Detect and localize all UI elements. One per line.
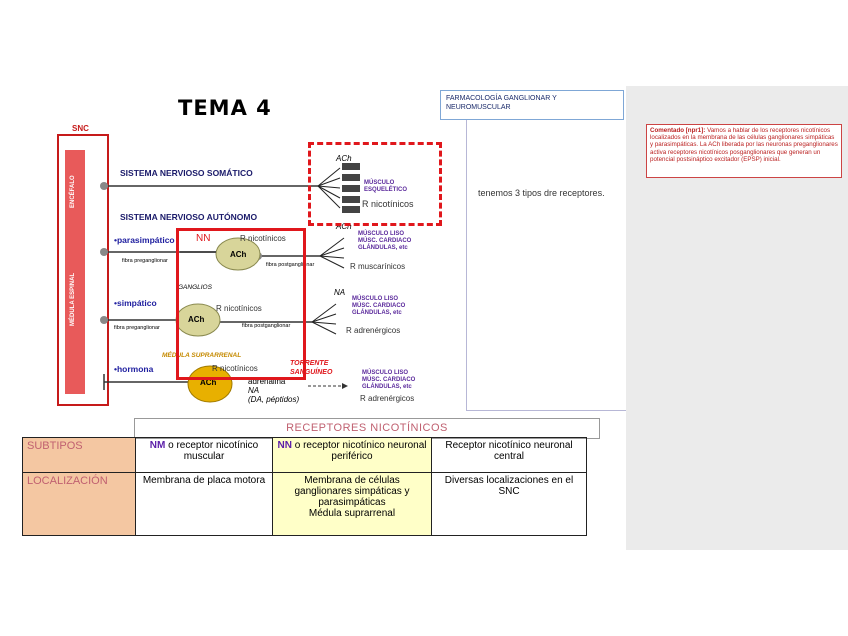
r-nicotinic-para-label: R nicotínicos (240, 234, 286, 243)
nn-label: NN (196, 233, 211, 244)
target-hormone: MÚSCULO LISO MÚSC. CARDIACO GLÁNDULAS, e… (362, 370, 415, 391)
somatic-system-label: SISTEMA NERVIOSO SOMÁTICO (120, 168, 253, 178)
comment-author: Comentado [npr1]: (650, 127, 706, 134)
target-line: MÚSC. CARDIACO (352, 303, 406, 309)
torrente-label: TORRENTE (290, 360, 329, 367)
r-adrenergic-sym-label: R adrenérgicos (346, 326, 401, 335)
ach-sym-ganglion-label: ACh (188, 315, 205, 324)
target-line: MÚSCULO LISO (352, 296, 398, 302)
target-line: MÚSCULO LISO (358, 231, 404, 237)
hormone-label: •hormona (114, 364, 154, 374)
target-line: ESQUELÉTICO (364, 187, 408, 193)
target-line: GLÁNDULAS, etc (352, 310, 402, 316)
table-row: LOCALIZACIÓN Membrana de placa motora Me… (22, 472, 587, 536)
nm-text: o receptor nicotínico muscular (165, 440, 259, 462)
nm-abbr: NM (149, 440, 166, 451)
target-sympathetic: MÚSCULO LISO MÚSC. CARDIACO GLÁNDULAS, e… (352, 296, 405, 317)
postganglionic-fiber-label: fibra postganglionar (266, 262, 315, 268)
postganglionic-fiber-label: fibra postganglionar (242, 323, 291, 329)
section-note-box[interactable]: FARMACOLOGÍA GANGLIONAR Y NEUROMUSCULAR (440, 90, 624, 120)
table-title: RECEPTORES NICOTÍNICOS (134, 418, 600, 439)
nn-text: o receptor nicotínico neuronal periféric… (291, 440, 427, 462)
adrenalina-label: adrenalina (248, 377, 286, 386)
snc-label: SNC (72, 124, 89, 133)
autonomic-system-label: SISTEMA NERVIOSO AUTÓNOMO (120, 212, 258, 222)
target-parasympathetic: MÚSCULO LISO MÚSC. CARDIACO GLÁNDULAS, e… (358, 231, 411, 252)
note-border (466, 410, 626, 411)
target-line: MÚSC. CARDIACO (362, 377, 416, 383)
r-nicotinic-sym-label: R nicotínicos (216, 304, 262, 313)
r-nicotinic-somatic-label: R nicotínicos (362, 199, 414, 209)
cell-loc-central: Diversas localizaciones en el SNC (431, 472, 587, 536)
slide-title: TEMA 4 (178, 96, 272, 120)
preganglionic-fiber-label: fibra preganglionar (122, 258, 168, 264)
cell-nn: NN o receptor nicotínico neuronal perifé… (272, 437, 432, 473)
sanguineo-label: SANGUÍNEO (290, 369, 333, 376)
nm-highlight-box (308, 142, 442, 226)
r-nicotinic-adrenal-label: R nicotínicos (212, 364, 258, 373)
loc-nn-line: Médula suprarrenal (308, 508, 396, 519)
target-line: GLÁNDULAS, etc (362, 384, 412, 390)
neural-pathway-diagram (100, 163, 360, 403)
cell-loc-nm: Membrana de placa motora (135, 472, 273, 536)
r-muscarinic-label: R muscarínicos (350, 262, 406, 271)
table-row: SUBTIPOS NM o receptor nicotínico muscul… (22, 437, 587, 473)
medula-suprarrenal-label: MÉDULA SUPRARRENAL (162, 352, 242, 359)
cell-loc-nn: Membrana de células ganglionares simpáti… (272, 472, 432, 536)
ach-adrenal-label: ACh (200, 378, 217, 387)
ach-para-target-label: ACh (336, 222, 352, 231)
cell-central: Receptor nicotínico neuronal central (431, 437, 587, 473)
target-line: GLÁNDULAS, etc (358, 245, 408, 251)
row-header-subtipos: SUBTIPOS (22, 437, 136, 473)
target-line: MÚSCULO (364, 180, 395, 186)
comment-text: Vamos a hablar de los receptores nicotín… (650, 127, 838, 163)
na-adrenal-label: NA (248, 386, 260, 395)
ach-para-ganglion-label: ACh (230, 250, 247, 259)
parasympathetic-label: •parasimpático (114, 235, 175, 245)
ganglios-label: GANGLIOS (178, 284, 212, 291)
loc-nn-line: Membrana de células ganglionares simpáti… (294, 475, 410, 508)
nicotinic-receptors-table: SUBTIPOS NM o receptor nicotínico muscul… (22, 437, 587, 536)
spinal-cord-fill: ENCÉFALO MÉDULA ESPINAL (65, 150, 85, 394)
da-peptidos-label: (DA, péptidos) (248, 395, 300, 404)
cell-nm: NM o receptor nicotínico muscular (135, 437, 273, 473)
sympathetic-label: •simpático (114, 298, 157, 308)
ach-somatic-label: ACh (336, 154, 352, 163)
nn-highlight-box (176, 228, 306, 380)
target-somatic: MÚSCULO ESQUELÉTICO (364, 180, 407, 194)
row-header-localizacion: LOCALIZACIÓN (22, 472, 136, 536)
note-border (466, 120, 467, 410)
na-sym-label: NA (334, 288, 346, 297)
comment-bubble[interactable]: Comentado [npr1]: Vamos a hablar de los … (646, 124, 842, 178)
preganglionic-fiber-label: fibra preganglionar (114, 325, 160, 331)
spinal-cord-diagram: ENCÉFALO MÉDULA ESPINAL (57, 134, 109, 406)
nn-abbr: NN (277, 440, 292, 451)
target-line: MÚSCULO LISO (362, 370, 408, 376)
r-adrenergic-adrenal-label: R adrenérgicos (360, 394, 415, 403)
target-line: MÚSC. CARDIACO (358, 238, 412, 244)
note-text[interactable]: tenemos 3 tipos dre receptores. (478, 188, 605, 198)
